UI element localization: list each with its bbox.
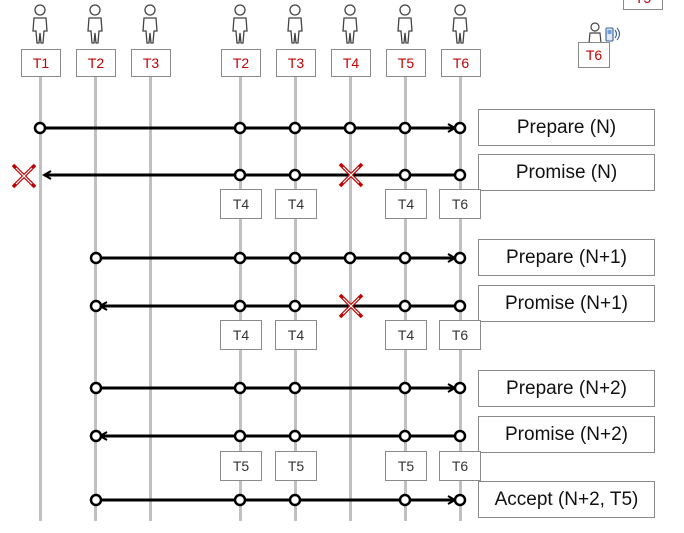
message-label-prepare-n2: Prepare (N+2) bbox=[478, 370, 655, 407]
lifeline-t1 bbox=[39, 76, 42, 521]
lifeline-t5 bbox=[404, 76, 407, 521]
message-label-promise-n: Promise (N) bbox=[478, 154, 655, 191]
participant-tag: T1 bbox=[21, 49, 61, 77]
lifeline-t6 bbox=[459, 76, 462, 521]
promise-vote: T4 bbox=[385, 189, 427, 219]
lifeline-t2-b bbox=[239, 76, 242, 521]
failure-x-icon bbox=[11, 163, 37, 189]
message-label-promise-n1: Promise (N+1) bbox=[478, 285, 655, 322]
participant-tag: T3 bbox=[276, 49, 316, 77]
message-label-promise-n2: Promise (N+2) bbox=[478, 416, 655, 453]
promise-vote: T4 bbox=[220, 189, 262, 219]
promise-vote: T6 bbox=[439, 189, 481, 219]
promise-vote: T4 bbox=[385, 320, 427, 350]
participant-tag: T5 bbox=[386, 49, 426, 77]
detached-node-tag: T6 bbox=[578, 42, 610, 68]
participant-tag: T6 bbox=[441, 49, 481, 77]
promise-vote: T5 bbox=[275, 451, 317, 481]
promise-vote: T4 bbox=[275, 189, 317, 219]
participant-tag: T4 bbox=[331, 49, 371, 77]
message-label-prepare-n1: Prepare (N+1) bbox=[478, 239, 655, 276]
message-label-accept: Accept (N+2, T5) bbox=[478, 481, 655, 518]
promise-vote: T6 bbox=[439, 451, 481, 481]
participant-tag: T2 bbox=[221, 49, 261, 77]
failure-x-icon bbox=[338, 293, 364, 319]
promise-vote: T4 bbox=[220, 320, 262, 350]
lifeline-t3-b bbox=[294, 76, 297, 521]
failure-x-icon bbox=[338, 162, 364, 188]
promise-vote: T4 bbox=[275, 320, 317, 350]
person-icon bbox=[342, 4, 358, 44]
lifeline-t4 bbox=[349, 76, 352, 521]
corner-tag: T5 bbox=[623, 0, 663, 10]
participant-tag: T3 bbox=[131, 49, 171, 77]
promise-vote: T5 bbox=[220, 451, 262, 481]
person-icon bbox=[87, 4, 103, 44]
promise-vote: T6 bbox=[439, 320, 481, 350]
participant-tag: T2 bbox=[76, 49, 116, 77]
lifeline-t3 bbox=[149, 76, 152, 521]
promise-vote: T5 bbox=[385, 451, 427, 481]
person-icon bbox=[452, 4, 468, 44]
person-icon bbox=[142, 4, 158, 44]
person-icon bbox=[397, 4, 413, 44]
message-label-prepare-n: Prepare (N) bbox=[478, 109, 655, 146]
person-icon bbox=[32, 4, 48, 44]
person-icon bbox=[287, 4, 303, 44]
person-icon bbox=[232, 4, 248, 44]
lifeline-t2 bbox=[94, 76, 97, 521]
